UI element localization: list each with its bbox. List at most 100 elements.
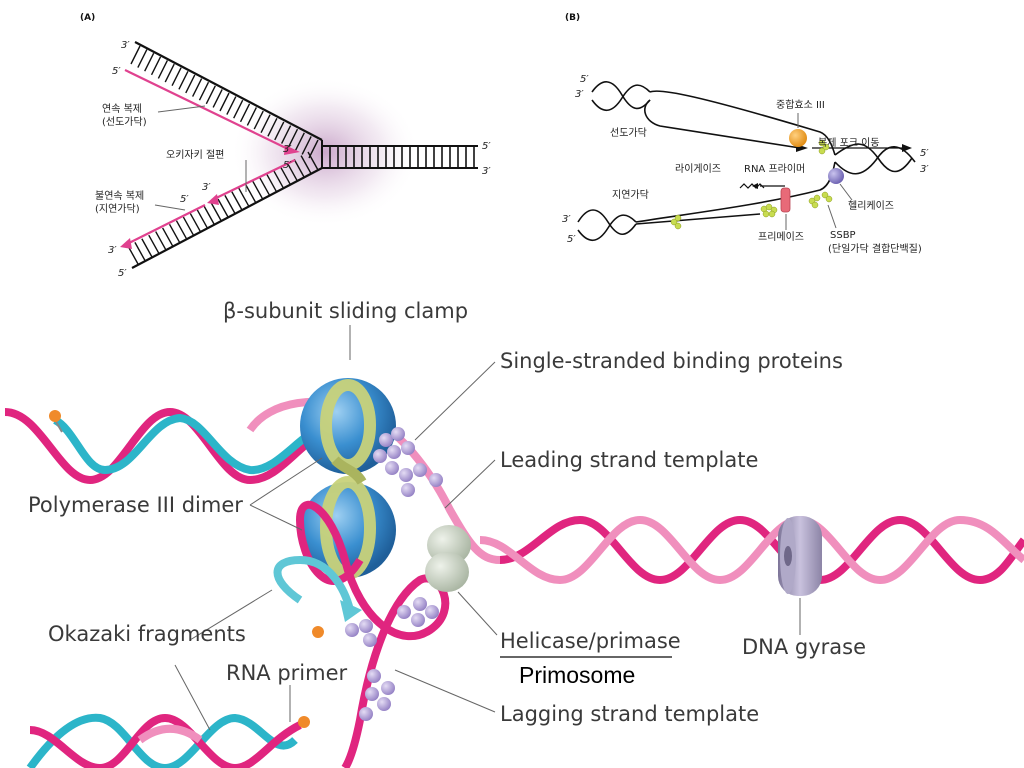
ligase-nick (739, 183, 765, 189)
fragment-3-prime: 3′ (283, 144, 292, 155)
dna-gyrase-label: DNA gyrase (742, 635, 866, 659)
base-pair-rung (182, 216, 194, 236)
ssb-protein (381, 681, 395, 695)
leading-new-b (644, 99, 801, 149)
top-arm-base-pairs (130, 45, 319, 159)
leading-new-strand (124, 69, 291, 151)
fork-direction-arrowhead (902, 144, 912, 152)
base-pair-rung (141, 238, 153, 258)
base-pair-rung (185, 74, 196, 94)
base-pair-rung (245, 184, 257, 203)
base-pair-rung (258, 176, 271, 196)
rna-primer-label: RNA primer (226, 661, 348, 685)
okazaki-fragment-loop (273, 555, 354, 612)
b-top-3-prime: 3′ (575, 89, 584, 100)
base-pair-rung (148, 234, 160, 254)
ssb-label: Single-stranded binding proteins (500, 349, 843, 373)
leading-leader-line (157, 105, 206, 113)
parental-helix (479, 515, 1024, 585)
helicase-b-label: 헬리케이즈 (848, 200, 894, 212)
fragment-3-prime-b: 3′ (202, 182, 211, 193)
upper-primer-stem (54, 419, 63, 433)
base-pair-rung (253, 110, 264, 130)
upper-primer-dot (49, 410, 61, 422)
polymerase-iii-label: 중합효소 III (776, 99, 825, 111)
gyrase-hole (784, 546, 792, 566)
base-pair-rung (203, 205, 215, 225)
base-pair-rung (238, 187, 250, 207)
base-pair-rung (286, 162, 298, 182)
helicase-primase-label: Helicase/primase (500, 629, 681, 653)
upper-left-helix (4, 407, 338, 485)
base-pair-rung (210, 202, 222, 221)
base-pair-rung (130, 45, 141, 65)
ssb-proteins (345, 427, 443, 721)
bottom-template-strand (131, 167, 323, 269)
bottom-left-twist-1 (577, 209, 637, 236)
base-pair-rung (307, 151, 319, 171)
primase-b-label: 프리메이즈 (758, 231, 804, 243)
parental-duplex-base-pairs (329, 146, 475, 168)
panel-b: (B) (562, 13, 929, 255)
ssbp-description: (단일가닥 결합단백질) (828, 243, 922, 255)
lagging-arrowhead-2 (207, 194, 219, 205)
base-pair-rung (164, 63, 175, 83)
base-pair-rung (293, 158, 305, 178)
ssb-leader (414, 361, 496, 441)
leading-label-line2: (선도가닥) (102, 116, 147, 128)
bottom-5-prime: 5′ (118, 268, 127, 279)
ssb-protein (379, 433, 393, 447)
rna-primer-arrowhead (752, 183, 758, 189)
panel-a-label: (A) (80, 13, 95, 23)
ssbp-clusters (670, 139, 833, 230)
upper-left-magenta-strand (4, 407, 332, 485)
lagging-label-line2: (지연가닥) (95, 203, 140, 215)
base-pair-rung (144, 52, 155, 72)
base-pair-rung (212, 89, 223, 108)
base-pair-rung (231, 191, 243, 211)
leading-template-label: Leading strand template (500, 448, 758, 472)
panel-a: (A) 3′ 5′ 5′ 3′ 연속 복제 (선도가닥) 오키자키 절편 3′ … (80, 13, 491, 279)
okazaki-fragments-label: Okazaki fragments (48, 622, 246, 646)
base-pair-rung (157, 60, 169, 79)
polymerase-leader-top (249, 457, 323, 506)
helicase-body-bottom (425, 552, 469, 592)
primase-block (780, 187, 791, 213)
right-5-prime: 5′ (482, 141, 491, 152)
base-pair-rung (265, 173, 278, 193)
base-pair-rung (272, 169, 284, 189)
ssb-protein (399, 468, 413, 482)
lagging-new-b (635, 213, 761, 225)
lower-primer-dot (298, 716, 310, 728)
lagging-fragment-2 (211, 159, 296, 201)
okazaki-leader-bottom (174, 664, 211, 731)
base-pair-rung (150, 56, 162, 76)
bottom-3-prime: 3′ (108, 245, 117, 256)
base-pair-rung (189, 213, 201, 232)
bottom-left-twist-2 (577, 214, 637, 242)
top-left-twist-1 (591, 81, 651, 110)
base-pair-rung (239, 103, 251, 123)
clamp-link (331, 456, 367, 485)
parental-magenta-strand (499, 515, 1024, 585)
lagging-template-label: Lagging strand template (500, 702, 759, 726)
b-bottom-5-prime: 5′ (567, 234, 576, 245)
lower-left-magenta-strand (29, 713, 302, 768)
lower-left-pink-strand (137, 724, 203, 744)
primosome-label: Primosome (519, 662, 635, 688)
lagging-template-leader (394, 669, 496, 713)
ssb-protein (413, 463, 427, 477)
base-pair-rung (279, 166, 291, 185)
ssb-protein (401, 483, 415, 497)
base-pair-rung (191, 78, 203, 97)
lagging-arrowhead-1 (120, 238, 132, 249)
ssb-protein (411, 613, 425, 627)
b-top-5-prime: 5′ (580, 74, 589, 85)
lagging-label-line1: 불연속 복제 (95, 190, 144, 202)
base-pair-rung (226, 96, 237, 115)
base-pair-rung (171, 67, 182, 87)
ssb-protein (373, 449, 387, 463)
b-right-5-prime: 5′ (920, 148, 929, 159)
ssb-protein (385, 461, 399, 475)
helicase-leader-c (457, 591, 498, 636)
